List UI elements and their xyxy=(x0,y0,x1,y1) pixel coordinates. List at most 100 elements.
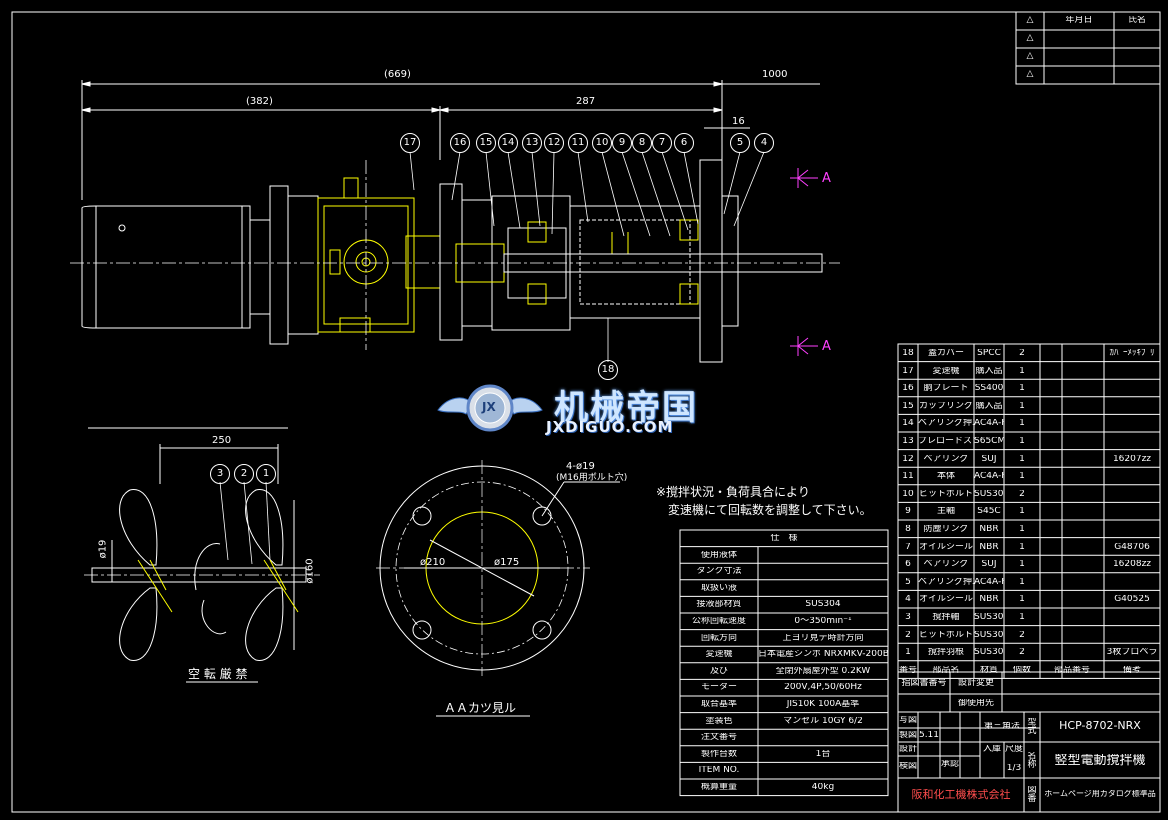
part-name: ベアリング押エ xyxy=(918,419,974,429)
part-material: S65CM xyxy=(974,437,1004,446)
spec-label: モーター xyxy=(700,683,737,693)
part-material: SUS304 xyxy=(974,648,1004,658)
part-balloon: 16 xyxy=(450,133,470,153)
tb-type-label: 型式 xyxy=(1027,718,1037,736)
spec-value: 200V,4P,50/60Hz xyxy=(784,683,862,693)
part-material: AC4A-F xyxy=(974,419,1004,429)
part-no: 1 xyxy=(905,648,911,658)
logo-emblem xyxy=(437,384,543,432)
dim-overall-length: (669) xyxy=(384,69,411,80)
part-qty: 1 xyxy=(1019,472,1025,482)
part-balloon: 13 xyxy=(522,133,542,153)
part-remark: ｶﾊﾞｰﾒｯｷﾌﾞﾘ xyxy=(1109,349,1155,358)
part-name: 防塵リング xyxy=(923,525,969,534)
spec-label: ITEM NO. xyxy=(698,766,740,776)
part-no: 14 xyxy=(902,419,914,429)
tb-drawing-label: 図番 xyxy=(1027,786,1037,804)
part-balloon: 7 xyxy=(652,133,672,153)
watermark-logo: 机械帝国 JXDIGUO.COM JX xyxy=(436,376,736,442)
logo-text: 机械帝国 xyxy=(554,388,698,428)
part-name: 胴プレート xyxy=(923,384,969,394)
rev-mark: △ xyxy=(1026,70,1034,79)
dim-impeller-dia: ø160 xyxy=(304,558,316,584)
dim-housing-length: 287 xyxy=(576,96,596,107)
tb-company: 阪和化工機株式会社 xyxy=(911,789,1011,800)
tb-approve: 検図 xyxy=(898,762,917,771)
part-remark: 16207zz xyxy=(1112,454,1152,464)
spec-label: 取扱い液 xyxy=(700,583,737,593)
spec-label: 及び xyxy=(709,666,728,676)
part-name: 蓋カバー xyxy=(927,349,964,358)
part-balloon: 5 xyxy=(730,133,750,153)
part-name: オイルシール xyxy=(918,542,973,552)
spec-label: 注文番号 xyxy=(700,733,737,743)
part-material: 購入品 xyxy=(975,366,1003,376)
part-balloon: 11 xyxy=(568,133,588,153)
note-line-2: 変速機にて回転数を調整して下さい。 xyxy=(668,503,872,517)
tb-name-label: 名称 xyxy=(1027,752,1037,770)
impeller-caption: 空 転 厳 禁 xyxy=(188,667,248,681)
part-no: 6 xyxy=(905,560,911,570)
dim-shaft-dia: ø19 xyxy=(97,539,109,559)
part-qty: 1 xyxy=(1019,542,1025,552)
part-material: SUS304 xyxy=(974,489,1004,499)
part-name: オイルシール xyxy=(918,595,973,605)
rev-mark: △ xyxy=(1026,16,1034,25)
part-qty: 1 xyxy=(1019,577,1025,587)
part-no: 2 xyxy=(905,630,911,640)
logo-emblem-text: JX xyxy=(482,400,496,414)
impeller-balloon: 1 xyxy=(256,464,276,484)
dim-holes-note: (M16用ボルト穴) xyxy=(556,473,628,483)
part-balloon: 18 xyxy=(598,360,618,380)
part-remark: 16208zz xyxy=(1112,560,1152,570)
parts-header-no: 番号 xyxy=(898,665,917,675)
spec-label: 接液部材質 xyxy=(696,600,742,610)
part-material: SUJ xyxy=(981,454,997,464)
spec-value: 上ヨリ見テ時計方向 xyxy=(782,633,864,643)
part-qty: 2 xyxy=(1019,648,1025,658)
tb-entry: 入庫 xyxy=(982,745,1001,754)
part-name: 本体 xyxy=(936,472,955,482)
part-material: NBR xyxy=(979,525,999,534)
spec-label: タンク寸法 xyxy=(696,567,742,577)
part-remark: G48706 xyxy=(1114,542,1150,552)
part-balloon: 12 xyxy=(544,133,564,153)
part-material: 購入品 xyxy=(975,401,1003,411)
impeller-view xyxy=(84,427,320,683)
rev-mark: △ xyxy=(1026,52,1034,61)
part-no: 10 xyxy=(902,489,914,499)
part-name: ベアリング xyxy=(923,560,969,570)
part-qty: 1 xyxy=(1019,384,1025,394)
parts-header-partno: 部品番号 xyxy=(1053,665,1090,675)
part-remark: G40525 xyxy=(1114,595,1150,605)
dim-shaft-length: 1000 xyxy=(762,69,788,80)
tb-drawn: 写図 xyxy=(898,716,917,725)
dim-impeller-span: 250 xyxy=(212,435,232,446)
part-no: 5 xyxy=(905,577,911,587)
part-qty: 1 xyxy=(1019,419,1025,429)
part-no: 12 xyxy=(902,454,914,464)
part-balloon: 6 xyxy=(674,133,694,153)
part-material: NBR xyxy=(979,595,999,605)
part-name: 主軸 xyxy=(936,507,955,517)
tb-applicable: 御使用先 xyxy=(957,699,994,708)
part-name: 撹拌羽根 xyxy=(927,648,964,658)
parts-table-grid xyxy=(897,343,1161,679)
spec-label: 回転方向 xyxy=(700,633,737,643)
assembly-view xyxy=(70,80,840,363)
spec-value: 1台 xyxy=(815,749,831,759)
parts-header-remark: 備考 xyxy=(1122,665,1141,675)
part-no: 3 xyxy=(905,613,911,622)
tb-design-label: 設計変更 xyxy=(957,679,994,688)
impeller-balloon: 3 xyxy=(210,464,230,484)
part-no: 13 xyxy=(902,437,914,446)
part-name: ビットボルト xyxy=(918,489,973,499)
tb-drawn2: 製図 xyxy=(898,731,917,740)
parts-header-name: 部品名 xyxy=(932,665,960,675)
spec-value: マンセル 10GY 6/2 xyxy=(783,716,863,726)
part-no: 17 xyxy=(902,366,914,376)
part-qty: 1 xyxy=(1019,595,1025,605)
part-no: 11 xyxy=(902,472,914,482)
part-qty: 1 xyxy=(1019,437,1025,446)
